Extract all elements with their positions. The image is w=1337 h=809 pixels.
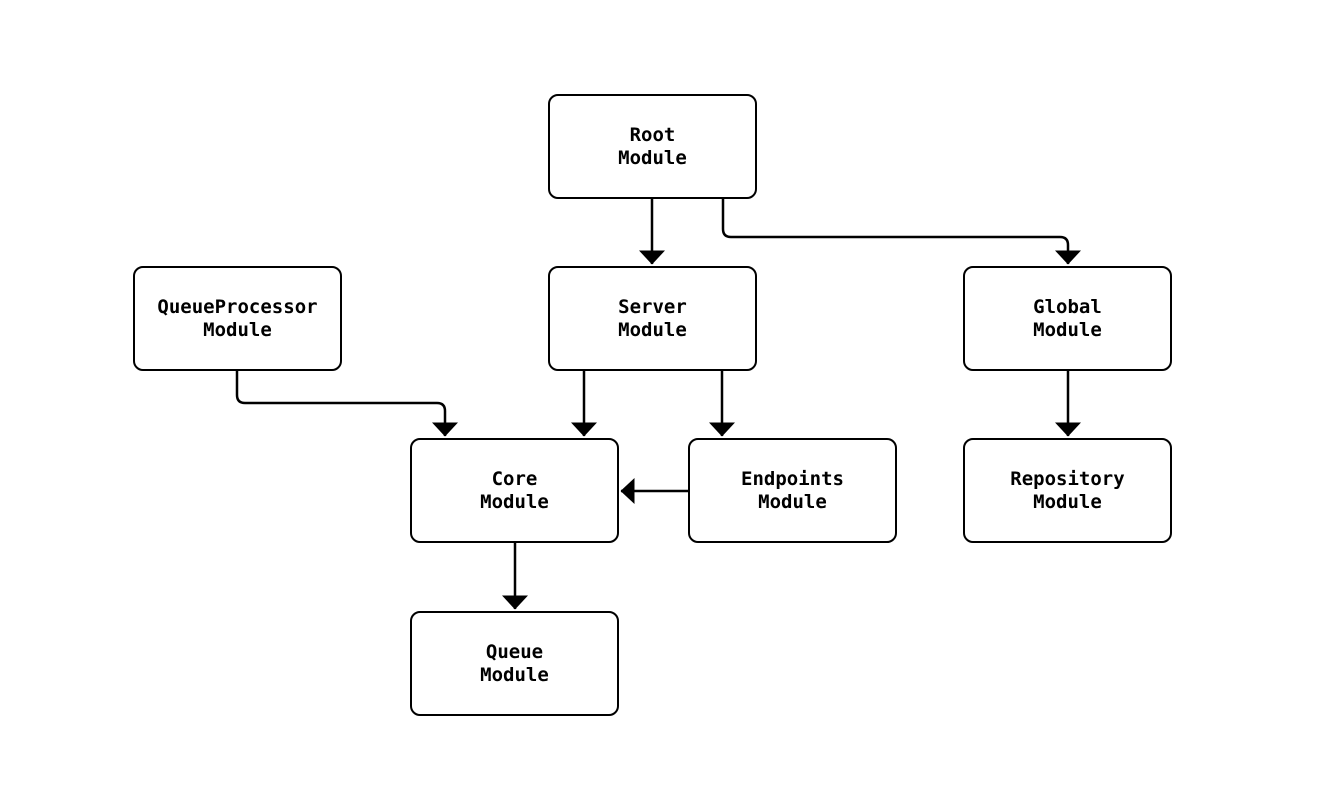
node-label-line: Repository xyxy=(1010,467,1125,490)
node-label-line: Module xyxy=(480,490,549,513)
node-label-line: QueueProcessor xyxy=(157,295,318,318)
node-label-line: Global xyxy=(1033,295,1102,318)
node-label-line: Module xyxy=(1033,490,1102,513)
node-label-line: Queue xyxy=(485,640,544,663)
edge-queueprocessor-core xyxy=(235,371,458,437)
node-label-line: Server xyxy=(618,295,687,318)
node-label-line: Module xyxy=(480,663,549,686)
node-label-line: Module xyxy=(758,490,827,513)
node-label-line: Endpoints xyxy=(741,467,844,490)
node-label-line: Module xyxy=(618,318,687,341)
node-label-line: Module xyxy=(618,146,687,169)
edge-root-global xyxy=(721,199,1081,265)
edge-group xyxy=(235,199,1081,610)
node-label-line: Module xyxy=(203,318,272,341)
node-label-line: Module xyxy=(1033,318,1102,341)
node-label-line: Root xyxy=(629,123,676,146)
node-label-line: Core xyxy=(491,467,538,490)
